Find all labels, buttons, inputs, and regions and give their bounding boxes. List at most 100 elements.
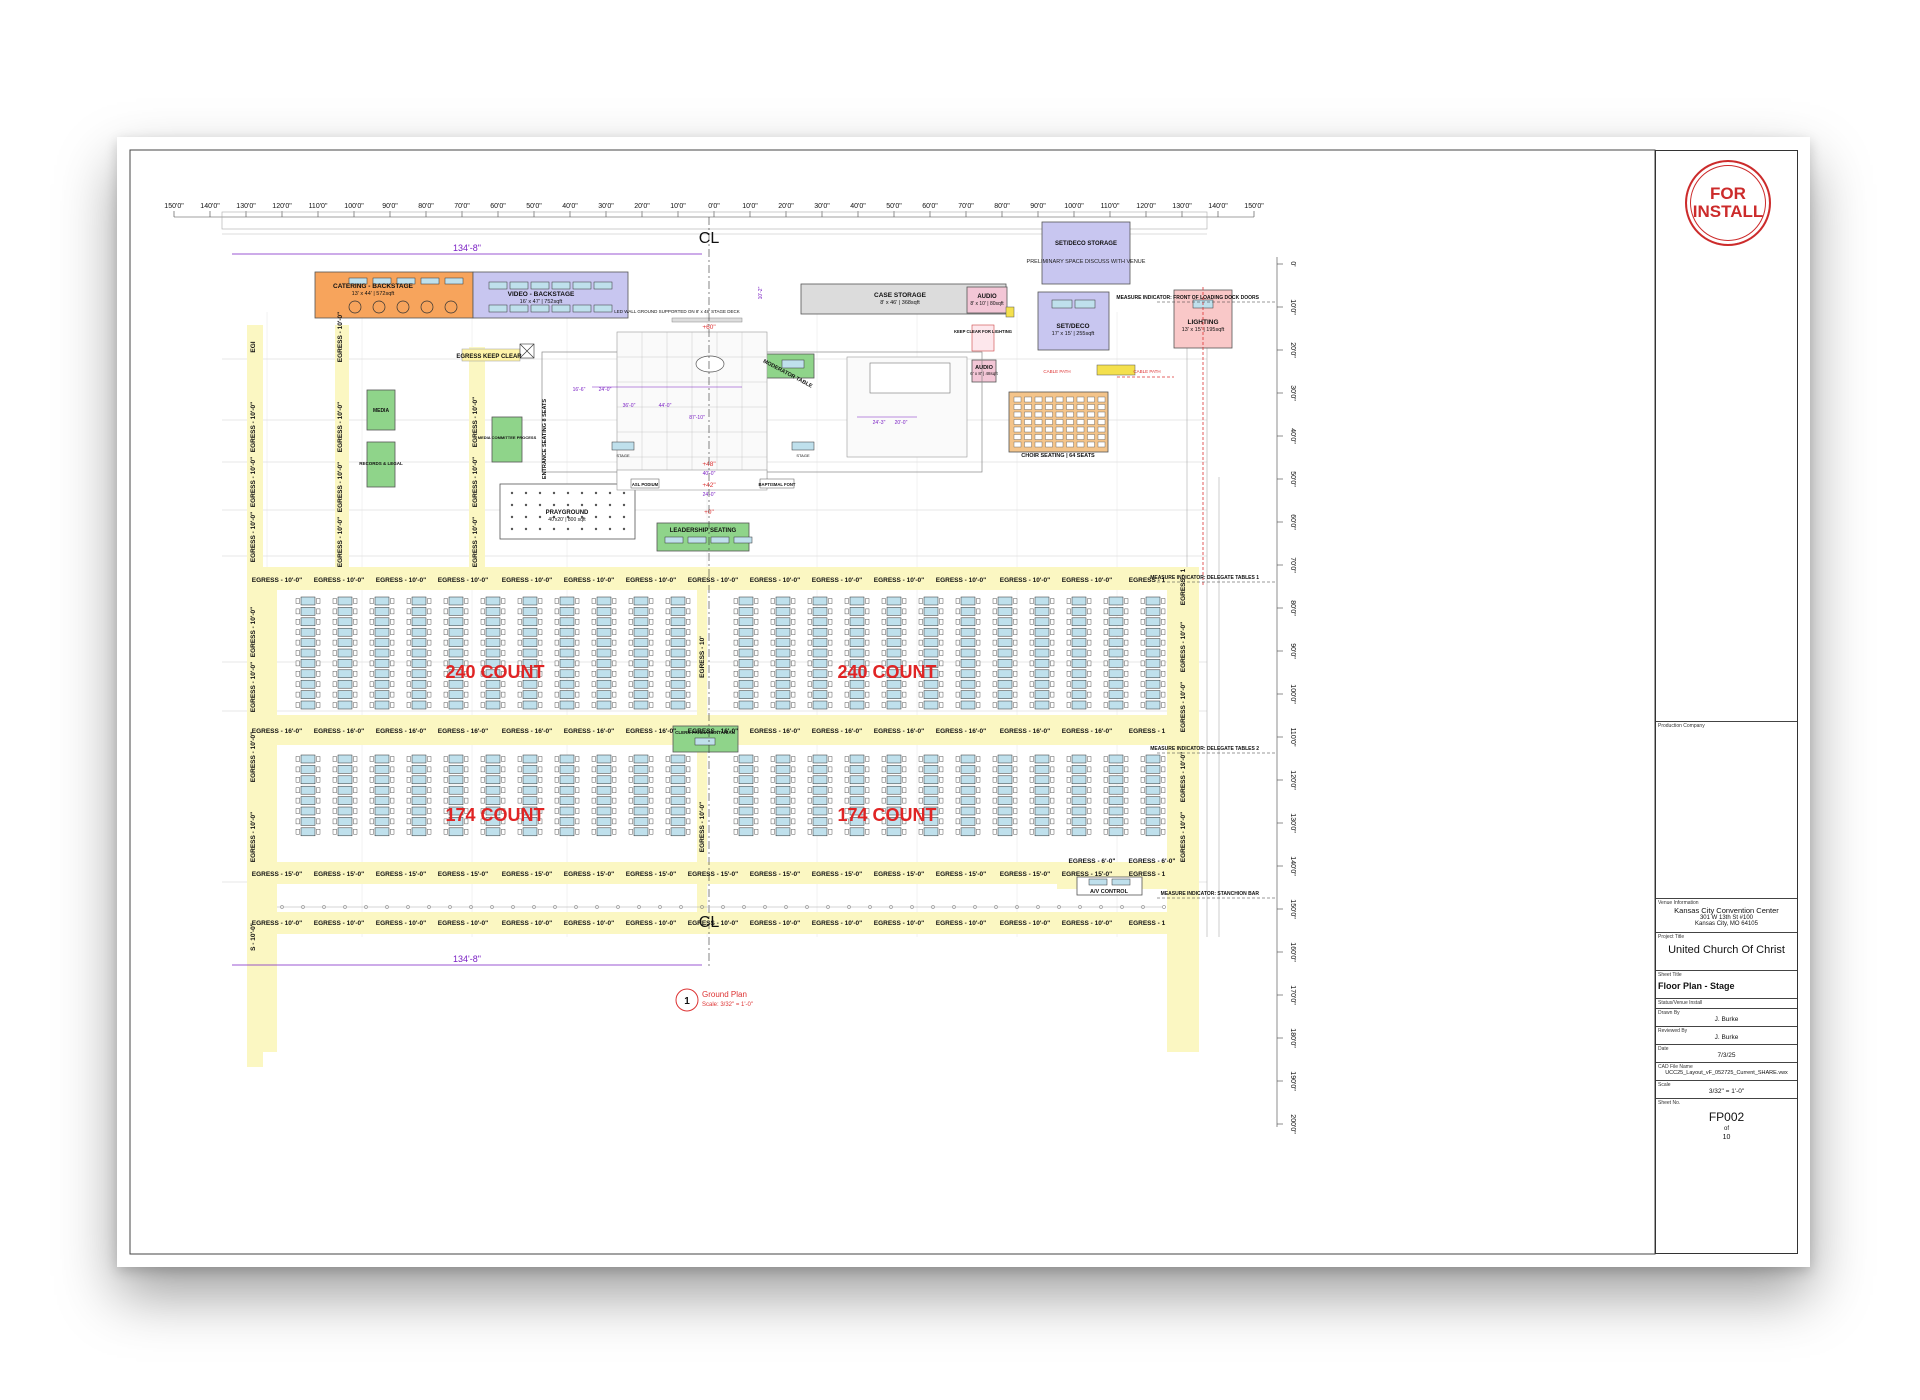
delegate-chair (316, 818, 321, 825)
delegate-table (1034, 648, 1050, 658)
delegate-table (1145, 690, 1161, 699)
egress-label: EGRESS - 10'-0" (626, 577, 677, 584)
count-bottom-right: 174 COUNT (837, 805, 936, 825)
delegate-table (633, 669, 649, 679)
delegate-chair (1087, 756, 1092, 762)
delegate-chair (770, 808, 775, 814)
delegate-chair (480, 808, 485, 814)
ruler-top-label: 110'0" (1101, 203, 1120, 210)
egress-label: EGRESS - 10'-0" (1062, 920, 1113, 927)
round-table (444, 300, 458, 314)
delegate-chair (1087, 766, 1092, 773)
choir-seat (1034, 419, 1043, 425)
delegate-chair (770, 660, 775, 667)
delegate-chair (992, 598, 997, 604)
egress-label: EGRESS - 10'-0" (564, 577, 615, 584)
delegate-chair (353, 660, 358, 667)
delegate-table (522, 806, 538, 816)
delegate-chair (1050, 650, 1055, 656)
delegate-chair (1066, 650, 1071, 656)
delegate-table (522, 765, 538, 774)
choir-seat (1034, 404, 1043, 410)
delegate-table (960, 765, 976, 774)
choir-seat (1076, 426, 1085, 433)
delegate-chair (332, 598, 337, 604)
delegate-chair (665, 639, 670, 646)
delegate-table (775, 627, 791, 637)
delegate-chair (918, 797, 923, 804)
delegate-table (997, 627, 1013, 637)
delegate-chair (390, 608, 395, 615)
delegate-table (337, 679, 353, 689)
delegate-chair (828, 598, 833, 604)
media-box (366, 389, 396, 431)
delegate-chair (316, 629, 321, 635)
delegate-chair (501, 619, 506, 625)
delegate-chair (918, 681, 923, 687)
delegate-chair (844, 797, 849, 804)
delegate-table (886, 765, 902, 774)
delegate-chair (733, 702, 738, 708)
delegate-chair (902, 829, 907, 835)
delegate-chair (591, 608, 596, 615)
delegate-chair (686, 829, 691, 835)
drawn-by-cell: Drawn By J. Burke (1656, 1008, 1797, 1026)
delegate-chair (939, 702, 944, 708)
prayground-chair (524, 491, 528, 495)
delegate-chair (628, 829, 633, 835)
keep-clear-lighting-text: KEEP CLEAR FOR LIGHTING (954, 329, 1012, 334)
delegate-chair (1161, 629, 1166, 635)
delegate-chair (828, 766, 833, 773)
delegate-table (448, 700, 464, 710)
delegate-table (374, 754, 390, 764)
delegate-chair (1050, 629, 1055, 635)
delegate-table (633, 754, 649, 764)
delegate-table (374, 648, 390, 658)
delegate-chair (332, 829, 337, 835)
delegate-table (1108, 679, 1124, 689)
delegate-chair (443, 797, 448, 804)
asl-podium-box (630, 478, 660, 489)
delegate-chair (770, 777, 775, 783)
delegate-chair (992, 619, 997, 625)
delegate-table (775, 700, 791, 710)
delegate-chair (955, 608, 960, 615)
delegate-chair (976, 639, 981, 646)
delegate-table (997, 607, 1013, 616)
stanchion-post (1162, 905, 1166, 909)
delegate-chair (791, 650, 796, 656)
delegate-table (300, 690, 316, 699)
venue-address-1: 301 W 13th St #100 (1699, 915, 1754, 921)
egress-label: EGRESS - 10'-0" (502, 577, 553, 584)
sheet-of: of (1723, 1126, 1729, 1132)
delegate-chair (939, 787, 944, 793)
egress-label: EGRESS - 10'-0" (812, 577, 863, 584)
delegate-chair (554, 629, 559, 635)
delegate-chair (628, 671, 633, 677)
delegate-chair (480, 797, 485, 804)
delegate-chair (1087, 681, 1092, 687)
delegate-chair (865, 702, 870, 708)
delegate-chair (992, 808, 997, 814)
measure-indicator-text: MEASURE INDICATOR: STANCHION BAR (1161, 891, 1260, 897)
delegate-chair (791, 777, 796, 783)
delegate-table (485, 827, 501, 837)
delegate-chair (955, 629, 960, 635)
delegate-chair (427, 777, 432, 783)
delegate-chair (480, 671, 485, 677)
delegate-table (1034, 627, 1050, 637)
delegate-chair (464, 756, 469, 762)
delegate-chair (939, 808, 944, 814)
setdeco-storage-note: PRELIMINARY SPACE DISCUSS WITH VENUE (1027, 259, 1146, 265)
delegate-table (812, 817, 828, 826)
delegate-chair (1161, 660, 1166, 667)
delegate-chair (1087, 818, 1092, 825)
delegate-chair (649, 797, 654, 804)
delegate-chair (1029, 756, 1034, 762)
egress-vertical-label: EGRESS - 10'-0" (250, 512, 257, 563)
delegate-chair (1124, 671, 1129, 677)
delegate-table (559, 627, 575, 637)
keep-clear-lighting (971, 324, 995, 352)
delegate-table (812, 690, 828, 699)
delegate-chair (1124, 777, 1129, 783)
